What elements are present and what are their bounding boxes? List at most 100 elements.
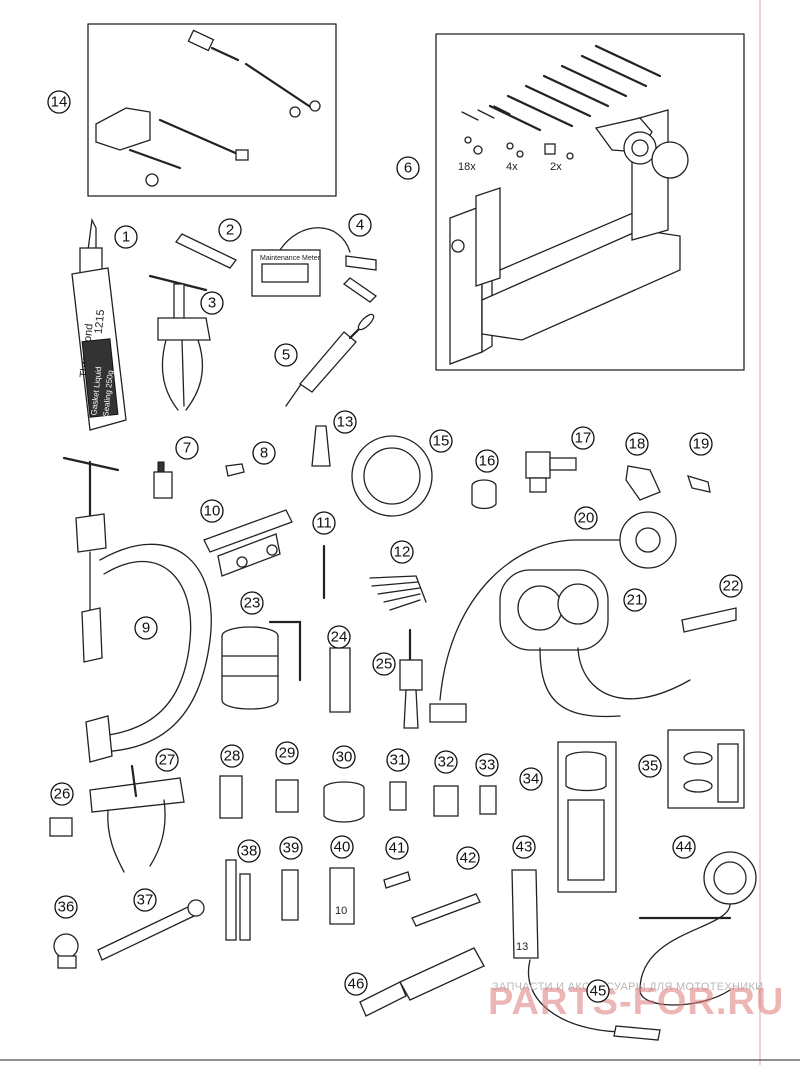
svg-text:17: 17 bbox=[575, 430, 592, 447]
svg-text:25: 25 bbox=[376, 656, 393, 673]
callout-25: 25 bbox=[372, 652, 396, 676]
svg-text:11: 11 bbox=[316, 515, 332, 532]
item-27-two-jaw-puller bbox=[89, 764, 185, 873]
item-40-socket: 10 bbox=[329, 867, 355, 925]
item-4-maintenance-meter: Maintenance Meter bbox=[251, 227, 378, 303]
callout-18: 18 bbox=[625, 432, 649, 456]
watermark-logo: PARTS-FOR.RU bbox=[488, 981, 784, 1023]
callout-34: 34 bbox=[519, 767, 543, 791]
callout-22: 22 bbox=[719, 574, 743, 598]
callout-14: 14 bbox=[47, 90, 71, 114]
svg-text:26: 26 bbox=[54, 786, 71, 803]
svg-text:40: 40 bbox=[334, 839, 351, 856]
svg-text:32: 32 bbox=[438, 754, 455, 771]
callout-42: 42 bbox=[456, 846, 480, 870]
callout-40: 40 bbox=[330, 835, 354, 859]
callout-28: 28 bbox=[220, 744, 244, 768]
svg-text:35: 35 bbox=[642, 758, 659, 775]
svg-text:4: 4 bbox=[356, 217, 364, 234]
item-33-sleeve bbox=[479, 785, 497, 815]
callout-46: 46 bbox=[344, 972, 368, 996]
item-28-sleeve bbox=[219, 775, 243, 819]
svg-text:21: 21 bbox=[627, 592, 644, 609]
callout-39: 39 bbox=[279, 836, 303, 860]
callout-16: 16 bbox=[475, 449, 499, 473]
item-31-drift bbox=[389, 781, 407, 811]
svg-text:36: 36 bbox=[58, 899, 75, 916]
item-10-holder bbox=[203, 509, 293, 577]
svg-text:41: 41 bbox=[389, 840, 406, 857]
item-7-adhesive-bottle bbox=[153, 461, 173, 499]
svg-text:12: 12 bbox=[394, 544, 411, 561]
svg-text:22: 22 bbox=[723, 578, 740, 595]
svg-text:18: 18 bbox=[629, 436, 646, 453]
callout-24: 24 bbox=[327, 625, 351, 649]
callout-41: 41 bbox=[385, 836, 409, 860]
callout-38: 38 bbox=[237, 839, 261, 863]
item-30-press-tool bbox=[323, 781, 365, 823]
svg-text:46: 46 bbox=[348, 976, 365, 993]
callout-45: 45 bbox=[586, 979, 610, 1003]
item-3-puller bbox=[148, 274, 211, 411]
meter-label: Maintenance Meter bbox=[260, 255, 321, 262]
callout-10: 10 bbox=[200, 499, 224, 523]
callout-8: 8 bbox=[252, 441, 276, 465]
callout-27: 27 bbox=[155, 748, 179, 772]
callout-7: 7 bbox=[175, 436, 199, 460]
socket-size-13: 13 bbox=[516, 941, 528, 953]
item-23-piston-ring-compressor bbox=[221, 620, 302, 710]
item-5-syringe bbox=[285, 313, 375, 407]
callout-1: 1 bbox=[114, 225, 138, 249]
item-32-sleeve bbox=[433, 785, 459, 817]
item-19-valve bbox=[686, 475, 711, 493]
callout-44: 44 bbox=[672, 835, 696, 859]
item-37-hook-wrench bbox=[97, 899, 205, 961]
svg-text:28: 28 bbox=[224, 748, 241, 765]
svg-text:10: 10 bbox=[204, 503, 221, 520]
item-13-tool bbox=[311, 425, 331, 467]
tube-code: 1215 bbox=[93, 309, 107, 335]
svg-text:43: 43 bbox=[516, 839, 533, 856]
item-26-bushing bbox=[49, 817, 73, 837]
svg-text:39: 39 bbox=[283, 840, 300, 857]
callout-12: 12 bbox=[390, 540, 414, 564]
callout-13: 13 bbox=[333, 410, 357, 434]
item-16-sleeve bbox=[471, 479, 497, 510]
item-9-valve-spring-compressor bbox=[62, 456, 212, 763]
item-17-adapter bbox=[525, 451, 577, 493]
socket-size-10: 10 bbox=[335, 905, 347, 917]
svg-text:8: 8 bbox=[260, 445, 268, 462]
svg-text:15: 15 bbox=[433, 433, 450, 450]
item-6-engine-stand: 18x 4x 2x bbox=[435, 33, 745, 371]
svg-text:30: 30 bbox=[336, 749, 353, 766]
item-29-mandrel bbox=[275, 779, 299, 813]
item-39-sleeve bbox=[281, 869, 299, 921]
callout-35: 35 bbox=[638, 754, 662, 778]
item-12-hex-key-set bbox=[369, 575, 427, 611]
callout-15: 15 bbox=[429, 429, 453, 453]
callout-29: 29 bbox=[275, 741, 299, 765]
callout-36: 36 bbox=[54, 895, 78, 919]
svg-text:7: 7 bbox=[183, 440, 191, 457]
svg-text:5: 5 bbox=[282, 347, 290, 364]
callout-5: 5 bbox=[274, 343, 298, 367]
callout-4: 4 bbox=[348, 213, 372, 237]
item-35-seal-set bbox=[667, 729, 745, 809]
svg-text:27: 27 bbox=[159, 752, 176, 769]
callout-3: 3 bbox=[200, 291, 224, 315]
item-45-pressure-hose bbox=[527, 959, 661, 1041]
svg-text:2: 2 bbox=[226, 222, 234, 239]
item-25-extractor bbox=[399, 628, 423, 729]
svg-text:20: 20 bbox=[578, 510, 595, 527]
svg-text:29: 29 bbox=[279, 745, 296, 762]
item-36-cap bbox=[53, 933, 79, 969]
item-22-feeler-strip bbox=[681, 607, 737, 633]
item-43-long-socket: 13 bbox=[511, 869, 539, 959]
callout-17: 17 bbox=[571, 426, 595, 450]
callout-20: 20 bbox=[574, 506, 598, 530]
qty-bolts: 18x bbox=[458, 161, 476, 173]
callout-37: 37 bbox=[133, 888, 157, 912]
svg-text:24: 24 bbox=[331, 629, 348, 646]
callout-43: 43 bbox=[512, 835, 536, 859]
